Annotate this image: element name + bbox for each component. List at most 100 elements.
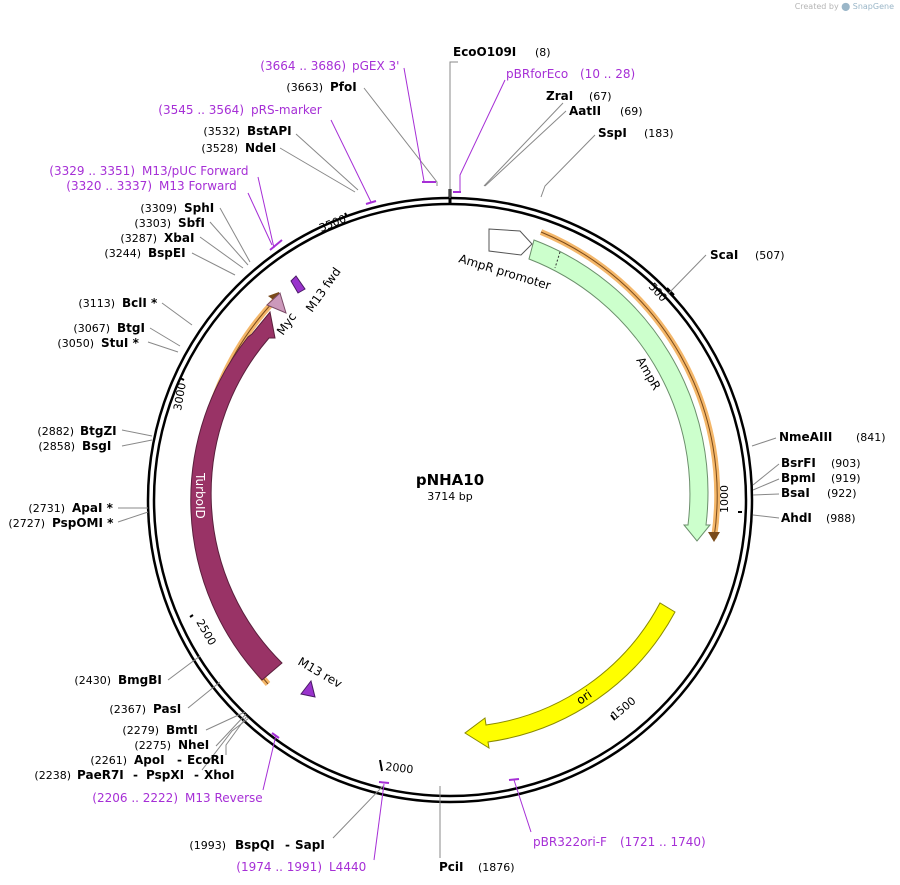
enzyme-sbfi[interactable]: SbfI: [178, 216, 205, 230]
enzyme-xbai[interactable]: XbaI: [164, 231, 194, 245]
enzyme-sapi[interactable]: SapI: [295, 838, 325, 852]
tick-mark-2000: [379, 759, 383, 772]
enzyme-btgi[interactable]: BtgI: [117, 321, 145, 335]
enzyme-sep-bspqi: -: [285, 838, 290, 852]
enzyme-bsgi-pos: (2858): [38, 440, 75, 453]
enzyme-bmgbi-pos: (2430): [74, 674, 111, 687]
primer-bar-l4440: [378, 781, 390, 784]
enzyme-aatii[interactable]: AatII: [569, 104, 601, 118]
credit-brand: SnapGene: [852, 2, 894, 11]
primer-m13-puc-forward[interactable]: M13/pUC Forward: [142, 164, 249, 178]
enzyme-pspomi[interactable]: PspOMI *: [52, 516, 114, 530]
enzyme-nmeaiii[interactable]: NmeAIII: [779, 430, 832, 444]
enzyme-stui[interactable]: StuI *: [101, 336, 140, 350]
primer-bar-pbr322ori-f: [508, 778, 520, 781]
leader-bsgi: [121, 439, 153, 447]
enzyme-bpmi[interactable]: BpmI: [781, 471, 816, 485]
leader-nhei: [215, 713, 247, 747]
enzyme-zrai[interactable]: ZraI: [546, 89, 573, 103]
primer-m13-forward[interactable]: M13 Forward: [159, 179, 237, 193]
leader-ndei: [279, 147, 356, 193]
enzyme-ahdi[interactable]: AhdI: [781, 511, 812, 525]
plasmid-name: pNHA10: [416, 471, 484, 489]
enzyme-bsrfi[interactable]: BsrFI: [781, 456, 816, 470]
enzyme-bsai[interactable]: BsaI: [781, 486, 810, 500]
enzyme-scai[interactable]: ScaI: [710, 248, 738, 262]
primer-pbrforeco-range: (10 .. 28): [580, 67, 635, 81]
enzyme-stui-pos: (3050): [57, 337, 94, 350]
leader-ahdi: [752, 514, 780, 519]
enzyme-bspqi-pos: (1993): [189, 839, 226, 852]
enzyme-paer7i[interactable]: PaeR7I: [77, 768, 124, 782]
enzyme-sphi[interactable]: SphI: [184, 201, 214, 215]
leader-bstapi: [295, 133, 359, 191]
tick-mark-3500: [344, 212, 348, 218]
enzyme-pfoi[interactable]: PfoI: [330, 80, 357, 94]
snapgene-credit: Created by ⬤ SnapGene: [795, 2, 894, 11]
enzyme-apoi[interactable]: ApoI: [134, 753, 165, 767]
enzyme-bmti[interactable]: BmtI: [166, 723, 198, 737]
enzyme-btgi-pos: (3067): [73, 322, 110, 335]
label-m13-rev: M13 rev: [296, 654, 345, 690]
leader-bsai: [752, 493, 780, 496]
primer-prs-marker[interactable]: pRS-marker: [251, 103, 322, 117]
tick-1000: 1000: [718, 485, 731, 513]
enzyme-bsrfi-pos: (903): [831, 457, 861, 470]
enzyme-bspei-pos: (3244): [104, 247, 141, 260]
primer-pbr322ori-f[interactable]: pBR322ori-F: [533, 835, 607, 849]
enzyme-bmti-pos: (2279): [122, 724, 159, 737]
enzyme-bspei[interactable]: BspEI: [148, 246, 186, 260]
leader-m13-forward: [247, 192, 273, 246]
enzyme-bmgbi[interactable]: BmgBI: [118, 673, 162, 687]
leader-scai: [667, 254, 707, 295]
primer-pbrforeco[interactable]: pBRforEco: [506, 67, 568, 81]
enzyme-sphi-pos: (3309): [140, 202, 177, 215]
leader-btgzi: [121, 429, 153, 437]
enzyme-apai[interactable]: ApaI *: [72, 501, 114, 515]
feature-ampr[interactable]: [528, 239, 712, 542]
leader-bcli: [161, 302, 193, 326]
enzyme-ecoo109i[interactable]: EcoO109I: [453, 45, 516, 59]
enzyme-pasi[interactable]: PasI: [153, 702, 181, 716]
primer-pgex3[interactable]: pGEX 3': [352, 59, 399, 73]
enzyme-bcli-pos: (3113): [78, 297, 115, 310]
enzyme-ecori[interactable]: EcoRI: [187, 753, 224, 767]
tick-mark-3000: [179, 377, 185, 381]
enzyme-bcli[interactable]: BclI *: [122, 296, 158, 310]
leader-pasi: [187, 681, 221, 709]
primer-l4440[interactable]: L4440: [329, 860, 366, 874]
leader-ecori-group: [225, 715, 248, 755]
enzyme-bsgi[interactable]: BsgI: [82, 439, 111, 453]
feature-ori[interactable]: [464, 602, 676, 750]
enzyme-paer7i-pos: (2238): [34, 769, 71, 782]
tick-mark-2500: [189, 614, 194, 618]
feature-ampr-promoter[interactable]: [488, 228, 533, 256]
enzyme-nmeaiii-pos: (841): [856, 431, 886, 444]
enzyme-pspxi[interactable]: PspXI: [146, 768, 184, 782]
primer-m13-reverse[interactable]: M13 Reverse: [185, 791, 263, 805]
enzyme-leaders: [117, 61, 780, 858]
enzyme-sep-pspxi: -: [194, 768, 199, 782]
feature-m13-fwd[interactable]: [290, 275, 306, 294]
primer-l4440-range: (1974 .. 1991): [236, 860, 322, 874]
feature-m13-rev[interactable]: [300, 679, 316, 698]
enzyme-xbai-pos: (3287): [120, 232, 157, 245]
primer-m13-reverse-range: (2206 .. 2222): [92, 791, 178, 805]
enzyme-nhei[interactable]: NheI: [178, 738, 209, 752]
enzyme-sspi[interactable]: SspI: [598, 126, 627, 140]
tick-mark-1500: [610, 714, 616, 721]
feature-myc[interactable]: [266, 292, 287, 314]
enzyme-ndei[interactable]: NdeI: [245, 141, 276, 155]
leader-stui: [147, 341, 179, 353]
feature-turboid[interactable]: [190, 310, 283, 681]
enzyme-bspqi[interactable]: BspQI: [235, 838, 275, 852]
enzyme-bstapi[interactable]: BstAPI: [247, 124, 292, 138]
enzyme-bpmi-pos: (919): [831, 472, 861, 485]
ampr-orf-line: [540, 231, 718, 539]
enzyme-pcii[interactable]: PciI: [439, 860, 464, 874]
tick-3000: 3000: [171, 382, 189, 412]
enzyme-btgzi[interactable]: BtgZI: [80, 424, 117, 438]
leader-btgi: [149, 327, 181, 347]
snapgene-logo-icon: ⬤: [841, 2, 851, 11]
enzyme-xhoi[interactable]: XhoI: [204, 768, 235, 782]
